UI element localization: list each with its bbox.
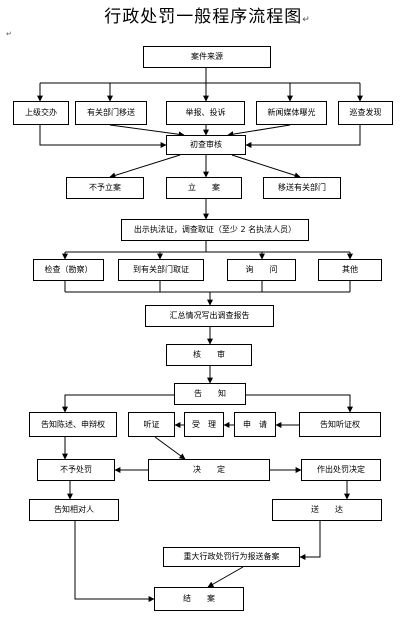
inspection-found-box: 巡查发现 bbox=[338, 101, 393, 125]
page-title: 行政处罚一般程序流程图↵ bbox=[104, 7, 311, 27]
hearing-box: 听证 bbox=[128, 412, 175, 437]
apply-box: 申 请 bbox=[234, 412, 276, 437]
other-box: 其他 bbox=[318, 259, 382, 281]
accept-box: 受 理 bbox=[184, 412, 224, 437]
review-box: 核 审 bbox=[166, 344, 252, 366]
serve-box: 送 达 bbox=[272, 499, 382, 521]
inspect-box: 检查（勘察） bbox=[33, 259, 104, 281]
not-filed-box: 不予立案 bbox=[66, 177, 144, 199]
make-penalty-box: 作出处罚决定 bbox=[301, 459, 381, 481]
notify-hearing-box: 告知听证权 bbox=[299, 412, 381, 437]
paragraph-mark: ↵ bbox=[6, 30, 12, 38]
close-case-box: 结 案 bbox=[154, 587, 244, 611]
present-certificate-box: 出示执法证，调查取证（至少 2 名执法人员） bbox=[121, 219, 309, 241]
transfer-dept-box: 移送有关部门 bbox=[263, 177, 341, 199]
inquiry-box: 询 问 bbox=[227, 259, 296, 281]
notify-statement-box: 告知陈述、申辩权 bbox=[29, 412, 117, 437]
summary-report-box: 汇总情况写出调查报告 bbox=[145, 305, 274, 327]
obtain-evidence-box: 到有关部门取证 bbox=[118, 259, 204, 281]
notify-box: 告 知 bbox=[174, 383, 246, 405]
notify-party-box: 告知相对人 bbox=[29, 499, 119, 521]
filed-box: 立 案 bbox=[166, 177, 242, 199]
no-penalty-box: 不予处罚 bbox=[37, 459, 115, 481]
initial-review-box: 初查审核 bbox=[166, 135, 246, 155]
superior-assigned-box: 上级交办 bbox=[13, 101, 69, 125]
media-exposure-box: 新闻媒体曝光 bbox=[256, 101, 327, 125]
report-complaint-box: 举报、投诉 bbox=[166, 101, 245, 125]
filing-record-box: 重大行政处罚行为报送备案 bbox=[163, 547, 300, 567]
dept-transfer-box: 有关部门移送 bbox=[75, 101, 147, 125]
decision-box: 决 定 bbox=[148, 459, 270, 481]
case-source-box: 案件来源 bbox=[143, 46, 271, 68]
